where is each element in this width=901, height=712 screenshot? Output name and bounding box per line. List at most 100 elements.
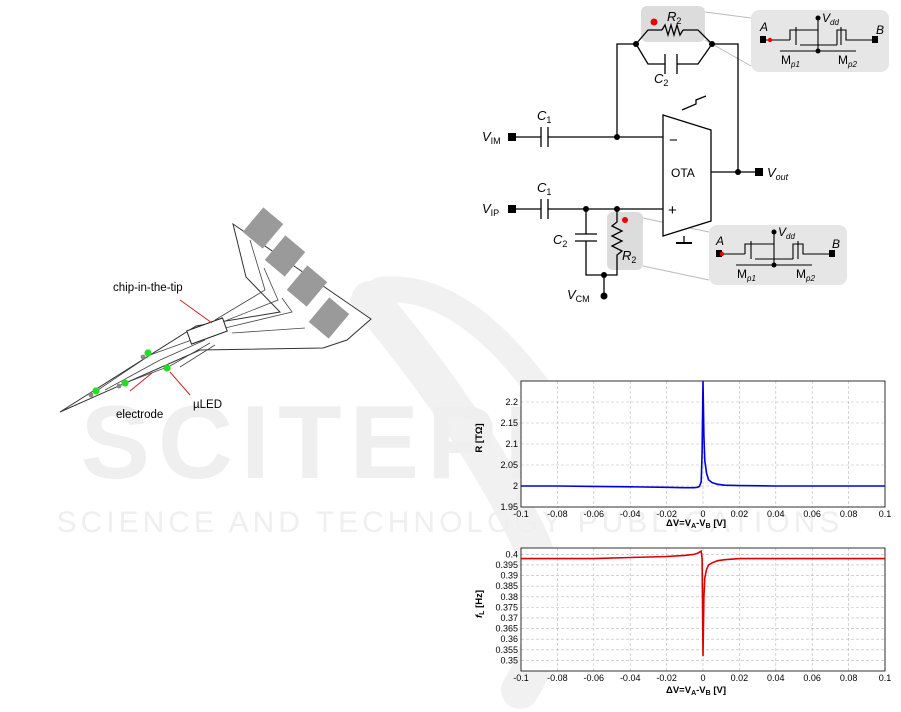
label-vim: VIM	[482, 129, 501, 146]
y-tick-label: 0.395	[495, 560, 518, 570]
bond-pad	[308, 297, 350, 339]
y-tick-label: 2	[513, 481, 518, 491]
x-tick-label: 0.1	[879, 509, 892, 519]
callout-line	[642, 265, 710, 281]
label-r2-top: R2	[667, 9, 681, 26]
y-tick-label: 0.4	[505, 549, 518, 559]
series-line	[521, 380, 885, 489]
electrode-dot	[88, 392, 94, 398]
label-c1-bottom: C1	[537, 180, 551, 197]
x-tick-label: 0.04	[767, 673, 785, 683]
r2-bottom-resistor	[604, 209, 624, 276]
r2-highlight-bottom	[607, 212, 643, 270]
red-marker	[622, 217, 628, 223]
wire	[635, 29, 662, 45]
x-tick-label: -0.08	[547, 509, 568, 519]
label-plus: +	[668, 202, 677, 219]
ota-bias	[681, 95, 707, 111]
label-c2-bottom: C2	[553, 232, 567, 249]
red-marker	[719, 251, 725, 257]
wire	[836, 29, 873, 45]
inset-top-vdd: Vdd	[822, 11, 839, 27]
asic-chip	[186, 317, 228, 345]
plot-frame	[520, 547, 886, 672]
inset-top-transistors	[760, 15, 878, 54]
inset-top-a: A	[759, 20, 768, 34]
y-tick-label: 1.95	[500, 502, 518, 512]
r2-top-resistor	[661, 22, 684, 38]
wire	[635, 43, 665, 65]
y-tick-label: 0.39	[500, 571, 518, 581]
label-chip-in-the-tip: chip-in-the-tip	[113, 282, 183, 294]
uled-dot	[92, 387, 100, 395]
inset-bottom-vdd: Vdd	[778, 225, 795, 241]
chart1-ylabel: fL [Hz]	[474, 590, 486, 618]
y-tick-label: 2.15	[500, 418, 518, 428]
bond-pad	[264, 235, 306, 277]
wire	[677, 43, 713, 65]
x-tick-label: 0.08	[840, 673, 858, 683]
inset-bottom-bg	[709, 225, 847, 285]
bond-pad	[286, 265, 328, 307]
uled-array	[88, 349, 171, 398]
bond-pad	[242, 207, 284, 249]
y-tick-label: 0.355	[495, 645, 518, 655]
x-tick-label: -0.08	[547, 673, 568, 683]
uled-dot	[163, 364, 171, 372]
terminals	[508, 133, 763, 213]
x-tick-label: -0.06	[584, 509, 605, 519]
wire	[683, 29, 713, 45]
bond-pads	[242, 207, 350, 339]
inset-bottom-mp2: Mp2	[796, 267, 815, 283]
inset-bottom-transistors	[716, 229, 835, 268]
chart0-ylabel: R [TΩ]	[474, 423, 485, 452]
x-tick-label: 0.02	[731, 673, 749, 683]
label-minus: −	[669, 132, 678, 149]
x-tick-label: -0.04	[620, 509, 641, 519]
x-tick-label: -0.02	[656, 673, 677, 683]
x-tick-label: 0.02	[731, 509, 749, 519]
uled-dot	[121, 379, 129, 387]
inset-top-bg	[751, 10, 889, 72]
ota-triangle	[662, 114, 712, 237]
x-tick-label: -0.04	[620, 673, 641, 683]
y-tick-label: 0.35	[500, 655, 518, 665]
wire	[585, 241, 604, 276]
x-tick-label: -0.1	[513, 673, 529, 683]
watermark-line2: SCIENCE AND TECHNOLOGY PUBLICATIONS	[57, 506, 844, 539]
red-marker	[767, 37, 773, 43]
electrode-leader-line	[129, 372, 153, 392]
y-tick-label: 0.375	[495, 602, 518, 612]
x-tick-label: 0.06	[803, 509, 821, 519]
chart-axis-titles: R [TΩ] ΔV=VA-VB [V] fL [Hz] ΔV=VA-VB [V]	[474, 423, 726, 697]
y-tick-label: 2.2	[505, 397, 518, 407]
label-c2-top: C2	[654, 71, 668, 88]
y-tick-label: 2.1	[505, 439, 518, 449]
wire	[792, 243, 830, 259]
inset-bottom-mp1: Mp1	[737, 267, 756, 283]
inset-top-b: B	[876, 23, 884, 37]
label-vcm: VCM	[567, 287, 590, 304]
wire	[616, 43, 636, 137]
x-tick-label: 0.06	[803, 673, 821, 683]
chart0-xlabel: ΔV=VA-VB [V]	[666, 518, 726, 530]
x-tick-label: -0.1	[513, 509, 529, 519]
label-electrode: electrode	[116, 409, 163, 421]
series-line	[521, 549, 885, 657]
chart1-xlabel: ΔV=VA-VB [V]	[666, 685, 726, 697]
y-tick-label: 0.365	[495, 624, 518, 634]
x-tick-label: -0.02	[656, 509, 677, 519]
y-tick-label: 0.385	[495, 581, 518, 591]
label-c1-top: C1	[537, 108, 551, 125]
electrode-dot	[116, 383, 122, 389]
inset-top-mp1: Mp1	[781, 53, 800, 69]
x-tick-label: 0	[700, 509, 705, 519]
label-ota: OTA	[671, 166, 695, 180]
x-tick-label: 0.08	[840, 509, 858, 519]
circuit-schematic	[508, 6, 889, 300]
uled-leader-line	[169, 371, 191, 396]
y-tick-label: 0.36	[500, 634, 518, 644]
